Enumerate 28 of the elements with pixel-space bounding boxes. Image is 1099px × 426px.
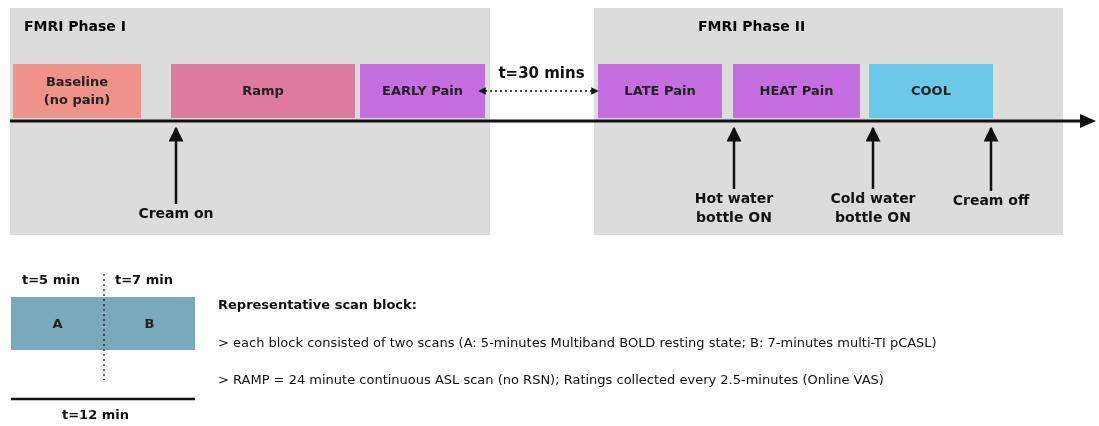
arrow xyxy=(983,126,999,191)
scan-block: B xyxy=(104,297,195,350)
duration-label: t=12 min xyxy=(62,407,129,422)
phase-box: EARLY Pain xyxy=(360,64,485,118)
event-label: Cold water bottle ON xyxy=(818,189,928,229)
duration-label: t=5 min xyxy=(22,272,80,287)
note-text: > RAMP = 24 minute continuous ASL scan (no RSN); Ratings collected every 2.5-minutes (Online VAS) xyxy=(218,372,884,387)
timeline-arrow xyxy=(10,114,1096,128)
duration-label: t=7 min xyxy=(115,272,173,287)
event-label: Cream on xyxy=(126,204,226,224)
arrow xyxy=(865,126,881,189)
arrow xyxy=(478,87,599,95)
phase-box: LATE Pain xyxy=(598,64,722,118)
phase-box: Ramp xyxy=(171,64,355,118)
scan-block: A xyxy=(11,297,104,350)
note-text: > each block consisted of two scans (A: 5-minutes Multiband BOLD resting state; B: 7-minutes multi-TI pCASL) xyxy=(218,335,937,350)
phase-panel xyxy=(594,8,1063,235)
panel-title: FMRI Phase II xyxy=(698,18,806,34)
phase-box: HEAT Pain xyxy=(733,64,860,118)
arrow xyxy=(168,126,184,204)
phase-box: COOL xyxy=(869,64,993,118)
phase-box: Baseline (no pain) xyxy=(13,64,141,118)
event-label: Hot water bottle ON xyxy=(684,189,784,229)
panel-title: FMRI Phase I xyxy=(24,18,126,34)
note-heading: Representative scan block: xyxy=(218,297,417,312)
phase-panel xyxy=(10,8,490,235)
arrow xyxy=(726,126,742,189)
event-label: Cream off xyxy=(943,191,1039,211)
